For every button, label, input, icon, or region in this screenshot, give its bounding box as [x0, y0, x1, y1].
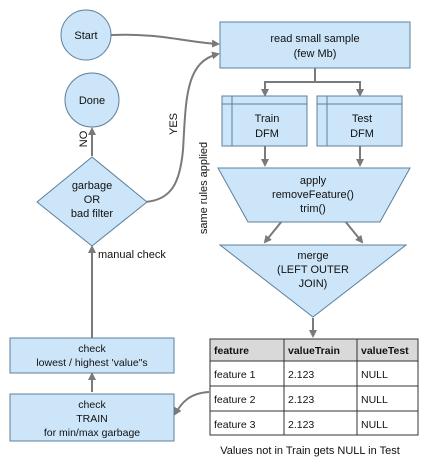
done-node: Done [64, 72, 120, 128]
table-cell: NULL [361, 394, 388, 406]
test-dfm-line-1: Test [352, 113, 372, 125]
train-dfm-line-1: Train [255, 113, 280, 125]
merge-node: merge (LEFT OUTER JOIN) [218, 244, 408, 318]
apply-line-3: trim() [300, 203, 326, 215]
done-label: Done [79, 95, 105, 107]
merge-line-3: JOIN) [299, 278, 328, 290]
table-cell: feature 2 [214, 394, 256, 406]
table-header-cell: feature [214, 345, 249, 357]
table-row: feature 2 2.123 NULL [214, 394, 388, 406]
read-sample-line-2: (few Mb) [294, 48, 337, 60]
edge-apply-to-merge-right [344, 220, 364, 244]
table-cell: feature 1 [214, 369, 256, 381]
test-dfm-line-2: DFM [350, 128, 374, 140]
check-lowest-line-1: check [78, 343, 106, 355]
merge-line-2: (LEFT OUTER [277, 264, 349, 276]
check-train-line-1: check [78, 399, 106, 411]
garbage-line-3: bad filter [71, 208, 114, 220]
start-node: Start [60, 9, 112, 61]
edge-read-to-test [315, 81, 364, 97]
read-sample-node: read small sample (few Mb) [219, 21, 411, 69]
check-train-node: check TRAIN for min/max garbage [9, 393, 175, 442]
edge-table-to-check-train [173, 391, 210, 416]
table-row: feature 1 2.123 NULL [214, 369, 388, 381]
train-dfm-line-2: DFM [255, 128, 279, 140]
table-cell: NULL [361, 369, 388, 381]
table-cell: 2.123 [288, 394, 314, 406]
table-header-row: feature valueTrain valueTest [214, 345, 409, 357]
table-cell: 2.123 [288, 419, 314, 431]
connectors [88, 33, 364, 416]
garbage-line-1: garbage [72, 180, 112, 192]
test-dfm-node: Test DFM [316, 95, 403, 147]
table-cell: feature 3 [214, 419, 256, 431]
apply-line-1: apply [300, 175, 327, 187]
table-cell: 2.123 [288, 369, 314, 381]
edge-garbage-to-read [144, 51, 220, 203]
garbage-decision-node: garbage OR bad filter [36, 156, 148, 247]
merge-line-1: merge [297, 250, 328, 262]
same-rules-label: same rules applied [198, 142, 210, 234]
edge-apply-to-merge-left [263, 220, 283, 244]
check-lowest-node: check lowest / highest 'value"s [9, 337, 175, 374]
table-caption: Values not in Train gets NULL in Test [220, 445, 400, 457]
manual-check-label: manual check [98, 249, 166, 261]
merged-table: feature valueTrain valueTest feature 1 2… [209, 338, 419, 436]
train-dfm-node: Train DFM [221, 95, 308, 147]
check-lowest-line-2: lowest / highest 'value"s [36, 357, 147, 369]
apply-node: apply removeFeature() trim() [217, 167, 411, 223]
table-cell: NULL [361, 419, 388, 431]
no-label: NO [78, 130, 90, 147]
edge-start-to-read [110, 33, 220, 48]
read-sample-line-1: read small sample [270, 33, 359, 45]
check-train-line-2: TRAIN [76, 413, 108, 425]
table-header-cell: valueTest [361, 345, 409, 357]
table-header-cell: valueTrain [288, 345, 340, 357]
apply-line-2: removeFeature() [272, 189, 354, 201]
yes-label: YES [168, 113, 180, 135]
garbage-line-2: OR [84, 194, 101, 206]
check-train-line-3: for min/max garbage [44, 427, 140, 439]
start-label: Start [74, 30, 97, 42]
edge-read-to-train [261, 68, 316, 97]
table-row: feature 3 2.123 NULL [214, 419, 388, 431]
